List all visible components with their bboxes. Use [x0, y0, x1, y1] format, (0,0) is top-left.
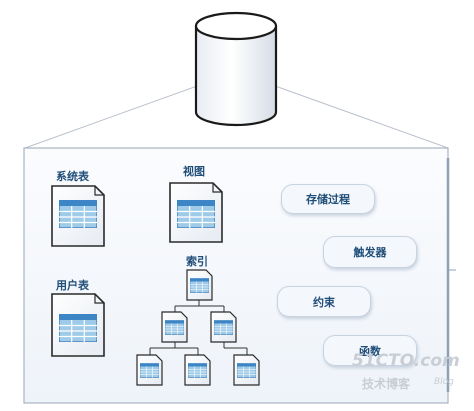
trigger-box: 触发器	[323, 236, 417, 268]
system-table-icon	[51, 185, 105, 247]
index-node-icon	[184, 354, 211, 386]
database-icon	[194, 11, 278, 127]
constraint-box: 约束	[277, 286, 371, 317]
stored-procedure-label: 存储过程	[306, 193, 350, 206]
view-icon	[169, 182, 223, 243]
user-table-icon	[51, 293, 105, 357]
constraint-label: 约束	[313, 295, 335, 309]
watermark-blog: Blog	[434, 377, 454, 387]
index-node-icon	[136, 354, 163, 386]
index-node-icon	[161, 311, 188, 343]
index-node-icon	[233, 354, 260, 386]
trigger-label: 触发器	[353, 246, 387, 259]
index-tree-connectors	[149, 300, 248, 355]
watermark-logo: 51CTO.com	[352, 351, 460, 371]
stored-procedure-box: 存储过程	[281, 184, 375, 214]
function-box: 函数	[323, 335, 417, 366]
watermark-subtitle: 技术博客	[362, 377, 411, 391]
user-table-label: 用户表	[56, 279, 89, 292]
function-label: 函数	[359, 344, 381, 358]
index-node-icon	[186, 269, 213, 301]
view-label: 视图	[183, 165, 205, 178]
index-label: 索引	[186, 255, 208, 268]
system-table-label: 系统表	[56, 170, 89, 183]
index-node-icon	[210, 311, 237, 343]
